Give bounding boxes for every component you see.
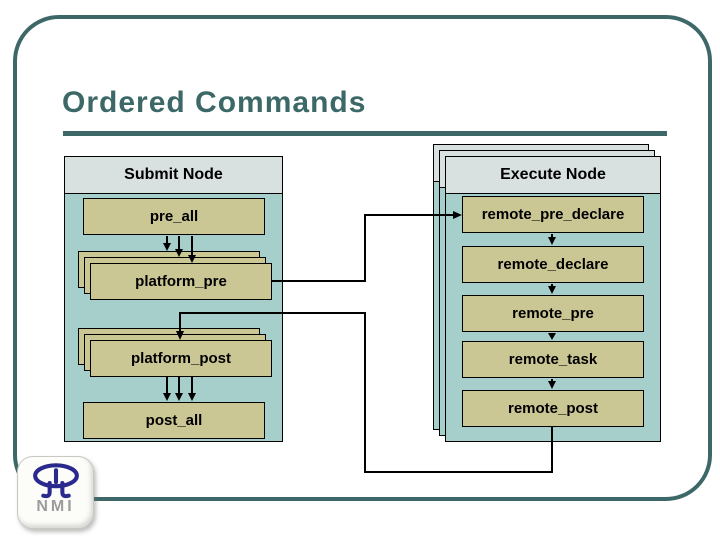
- box-post-all: post_all: [83, 402, 265, 439]
- box-remote-task: remote_task: [462, 341, 644, 378]
- nmi-logo-label: NMI: [36, 498, 75, 515]
- execute-node-header: Execute Node: [446, 157, 660, 194]
- box-remote-declare: remote_declare: [462, 246, 644, 283]
- nmi-logo: NMI: [17, 456, 94, 529]
- box-platform-post: platform_post: [90, 340, 272, 377]
- box-pre-all: pre_all: [83, 198, 265, 235]
- box-remote-post: remote_post: [462, 390, 644, 427]
- box-platform-pre: platform_pre: [90, 263, 272, 300]
- box-remote-pre-declare: remote_pre_declare: [462, 196, 644, 233]
- slide-border-frame: [13, 15, 712, 501]
- box-remote-pre: remote_pre: [462, 295, 644, 332]
- title-underline: [63, 131, 667, 136]
- nmi-lasso-icon: [32, 463, 79, 499]
- submit-node-header: Submit Node: [65, 157, 282, 194]
- page-title: Ordered Commands: [62, 86, 367, 119]
